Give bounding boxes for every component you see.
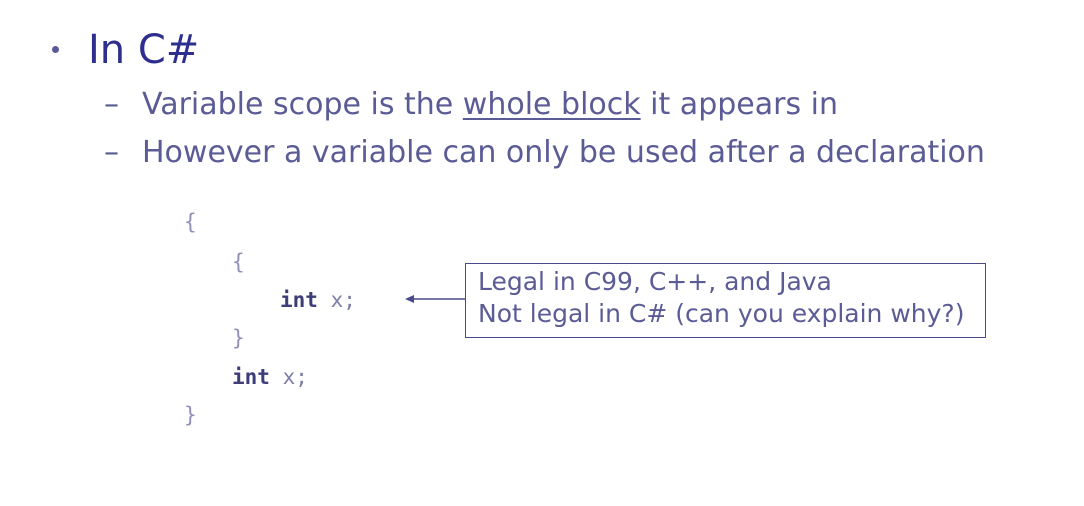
code-inner-declaration: int x; bbox=[280, 288, 356, 312]
sub-bullet-scope: –Variable scope is the whole block it ap… bbox=[104, 86, 838, 124]
bullet-dot bbox=[52, 46, 59, 53]
scope-text-underlined: whole block bbox=[462, 87, 641, 122]
callout-line-not-legal: Not legal in C# (can you explain why?) bbox=[478, 299, 965, 328]
code-open-inner-brace: { bbox=[232, 250, 245, 274]
sub-bullet-declaration: –However a variable can only be used aft… bbox=[104, 134, 985, 172]
code-identifier: x; bbox=[269, 365, 308, 389]
code-close-outer-brace: } bbox=[184, 403, 197, 427]
arrow-left-icon bbox=[405, 295, 466, 303]
scope-text-after: it appears in bbox=[640, 87, 838, 122]
code-close-inner-brace: } bbox=[232, 326, 245, 350]
code-identifier: x; bbox=[317, 288, 356, 312]
slide-heading: In C# bbox=[88, 27, 200, 73]
code-open-outer-brace: { bbox=[184, 210, 197, 234]
code-keyword: int bbox=[280, 288, 318, 312]
declaration-text: However a variable can only be used afte… bbox=[142, 135, 985, 170]
callout-line-legal: Legal in C99, C++, and Java bbox=[478, 267, 832, 296]
dash-marker: – bbox=[104, 135, 119, 170]
scope-text-before: Variable scope is the bbox=[142, 87, 463, 122]
dash-marker: – bbox=[104, 87, 119, 122]
code-outer-declaration: int x; bbox=[232, 365, 308, 389]
callout-box: Legal in C99, C++, and Java Not legal in… bbox=[465, 263, 986, 338]
code-keyword: int bbox=[232, 365, 270, 389]
